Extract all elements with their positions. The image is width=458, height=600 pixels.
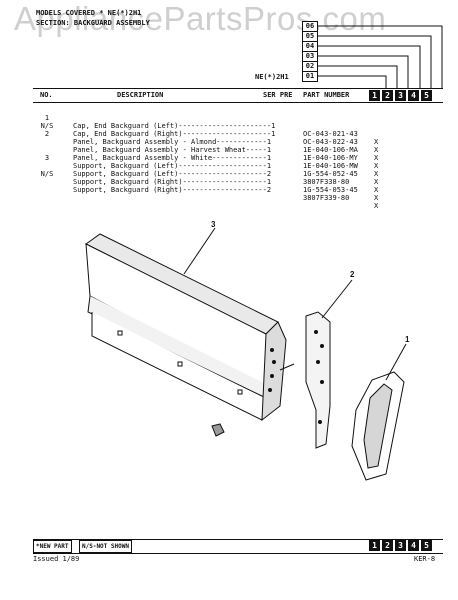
table-row: 2 Panel, Backguard Assembly - Almond----… [33, 122, 378, 162]
row-part: 1E-040-106-MA [303, 146, 358, 154]
row-mark: X [374, 138, 379, 146]
row-no: 1 [44, 114, 50, 122]
row-desc: Cap, End Backguard (Right)--------------… [73, 130, 276, 138]
model-box-01: 01 [302, 71, 318, 82]
row-no: N/S [40, 170, 54, 178]
footer-top-rule [33, 539, 443, 540]
footer-not-shown: N/S-NOT SHOWN [79, 540, 132, 553]
table-row: Panel, Backguard Assembly - Harvest Whea… [33, 130, 378, 170]
row-part: 1G-554-053-45 [303, 186, 358, 194]
table-row: N/S Cap, End Backguard (Right)----------… [33, 114, 379, 154]
row-no: N/S [40, 122, 54, 130]
leader-line-2 [321, 279, 353, 319]
col-number-4: 4 [408, 90, 419, 101]
model-connector-lines [318, 25, 443, 89]
row-desc: Cap, End Backguard (Left)---------------… [73, 122, 276, 130]
row-desc: Panel, Backguard Assembly - White-------… [73, 154, 272, 162]
issued-date: Issued 1/89 [33, 555, 80, 563]
row-mark: X [374, 170, 379, 178]
col-number-2: 2 [382, 90, 393, 101]
section-title: SECTION: BACKGUARD ASSEMBLY [36, 19, 150, 27]
col-number-5: 5 [421, 90, 432, 101]
callout-3: 3 [211, 220, 216, 229]
nut [211, 423, 225, 437]
col-part-number: PART NUMBER [303, 91, 350, 99]
row-part: OC-043-022-43 [303, 138, 358, 146]
callout-1: 1 [405, 335, 410, 344]
page-code: KER-8 [414, 555, 436, 563]
row-mark: X [374, 194, 379, 202]
col-number-1: 1 [369, 90, 380, 101]
col-description: DESCRIPTION [117, 91, 164, 99]
row-mark: X [374, 146, 379, 154]
screw [279, 363, 295, 371]
footer-number-2: 2 [382, 540, 393, 551]
exploded-parts-diagram [85, 227, 407, 481]
table-row: N/S Support, Backguard (Right)----------… [33, 162, 379, 202]
footer-number-4: 4 [408, 540, 419, 551]
footer-new-part: *NEW PART [33, 540, 72, 553]
models-covered-value: NE(*)2H1 [107, 9, 142, 17]
callout-2: 2 [350, 270, 355, 279]
row-part: 1E-040-106-MW [303, 162, 358, 170]
table-row: 1 Cap, End Backguard (Left)-------------… [33, 106, 378, 146]
row-no: 2 [44, 130, 50, 138]
row-no: 3 [44, 154, 50, 162]
row-desc: Support, Backguard (Left)---------------… [73, 162, 272, 170]
row-desc: Panel, Backguard Assembly - Almond------… [73, 138, 272, 146]
header-top-rule [33, 88, 443, 89]
row-mark: X [374, 186, 379, 194]
col-number-3: 3 [395, 90, 406, 101]
backguard-end-cap [261, 321, 287, 422]
footer-bottom-rule [33, 553, 443, 554]
table-row: 3 Support, Backguard (Left)-------------… [33, 146, 378, 186]
models-covered-label: MODELS COVERED [36, 9, 96, 17]
row-desc: Support, Backguard (Right)--------------… [73, 178, 272, 186]
footer-number-3: 3 [395, 540, 406, 551]
row-mark: X [374, 162, 379, 170]
table-row: Panel, Backguard Assembly - White-------… [33, 138, 378, 178]
row-mark: X [374, 202, 379, 210]
col-per: SER PRE [263, 91, 293, 99]
row-mark: X [374, 178, 379, 186]
row-part: 1G-554-052-45 [303, 170, 358, 178]
row-desc: Support, Backguard (Left)---------------… [73, 170, 272, 178]
row-desc: Panel, Backguard Assembly - Harvest Whea… [73, 146, 272, 154]
watermark: AppliancePartsPros.com [14, 0, 387, 37]
leader-line-3 [183, 227, 216, 275]
header-bottom-rule [33, 102, 443, 103]
col-no: NO. [40, 91, 53, 99]
row-part: 3807F338-80 [303, 178, 350, 186]
footer-number-5: 5 [421, 540, 432, 551]
table-row: Support, Backguard (Left)---------------… [33, 154, 378, 194]
row-part: 3807F339-80 [303, 194, 350, 202]
models-covered-line: MODELS COVERED * NE(*)2H1 [36, 9, 142, 17]
support-bracket [305, 311, 331, 449]
footer-number-1: 1 [369, 540, 380, 551]
leader-line-1 [385, 343, 407, 381]
row-part: 1E-040-106-MY [303, 154, 358, 162]
row-part: OC-043-021-43 [303, 130, 358, 138]
table-row: Support, Backguard (Right)--------------… [33, 170, 378, 210]
model-code: NE(*)2H1 [255, 73, 289, 81]
row-desc: Support, Backguard (Right)--------------… [73, 186, 272, 194]
row-mark: X [374, 154, 379, 162]
